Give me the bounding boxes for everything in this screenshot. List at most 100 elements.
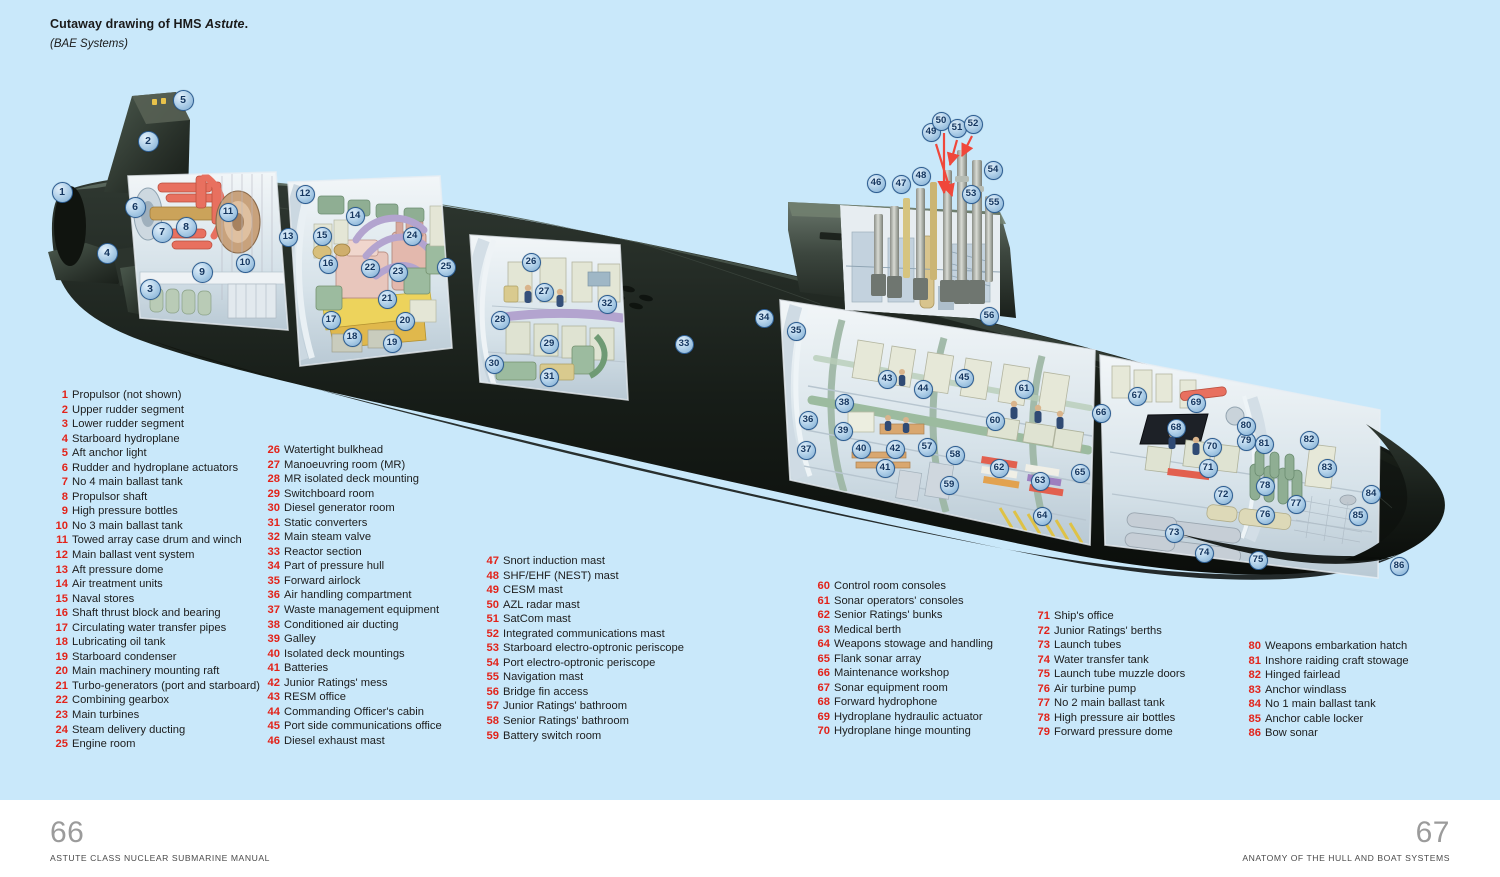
- legend-item-number: 8: [61, 490, 68, 503]
- callout-marker-81: 81: [1254, 434, 1274, 454]
- legend-item-label: Lubricating oil tank: [72, 636, 166, 649]
- callout-marker-80: 80: [1236, 416, 1256, 436]
- legend-item: 11 Towed array case drum and winch: [52, 533, 260, 548]
- legend-item-number: 61: [817, 594, 830, 607]
- legend-item-label: Turbo-generators (port and starboard): [72, 679, 261, 692]
- caption-title-vessel: Astute: [205, 17, 245, 31]
- legend-item-label: Shaft thrust block and bearing: [72, 607, 221, 620]
- legend-item-label: Hydroplane hinge mounting: [834, 725, 971, 738]
- callout-marker-48: 48: [911, 166, 931, 186]
- callout-marker-24: 24: [402, 226, 422, 246]
- callout-marker-22: 22: [360, 258, 380, 278]
- legend-item-label: Towed array case drum and winch: [72, 534, 242, 547]
- callout-marker-54: 54: [983, 160, 1003, 180]
- callout-marker-29: 29: [539, 334, 559, 354]
- legend-item-number: 44: [267, 705, 280, 718]
- callout-marker-58: 58: [945, 445, 965, 465]
- callout-marker-73: 73: [1164, 523, 1184, 543]
- callout-marker-5: 5: [172, 89, 194, 111]
- legend-item-number: 16: [55, 607, 68, 620]
- legend-item-label: Forward pressure dome: [1054, 726, 1173, 739]
- legend-item-number: 11: [56, 534, 68, 547]
- mast-pointer-arrows: [934, 133, 974, 198]
- legend-item-number: 48: [486, 569, 499, 582]
- legend-item-number: 2: [61, 403, 68, 416]
- callout-marker-32: 32: [597, 294, 617, 314]
- callout-marker-3: 3: [139, 278, 161, 300]
- callout-marker-77: 77: [1286, 494, 1306, 514]
- callout-marker-4: 4: [96, 242, 118, 264]
- legend-item-number: 52: [486, 627, 499, 640]
- mess-crew: [884, 415, 910, 433]
- bow-nose: [1344, 424, 1445, 561]
- legend-item-label: Port side communications office: [284, 720, 442, 733]
- legend-item: 70 Hydroplane hinge mounting: [814, 724, 993, 739]
- legend-item-number: 85: [1248, 712, 1261, 725]
- legend-item-number: 40: [267, 647, 280, 660]
- legend-item-number: 43: [267, 691, 280, 704]
- legend-item-label: Circulating water transfer pipes: [72, 621, 227, 634]
- legend-item-label: Medical berth: [834, 623, 902, 636]
- legend-item-label: Junior Ratings' bathroom: [503, 700, 628, 713]
- legend-item-number: 23: [55, 709, 68, 722]
- callout-marker-41: 41: [875, 458, 895, 478]
- legend-item-number: 71: [1037, 610, 1050, 622]
- legend-item: 78 High pressure air bottles: [1034, 711, 1185, 726]
- callout-marker-23: 23: [388, 262, 408, 282]
- legend-item-number: 41: [267, 662, 280, 675]
- running-head-right: ANATOMY OF THE HULL AND BOAT SYSTEMS: [1242, 853, 1450, 863]
- control-room-crew: [898, 369, 1064, 429]
- legend-item-number: 20: [55, 665, 68, 678]
- callout-marker-33: 33: [674, 334, 694, 354]
- callout-marker-30: 30: [484, 354, 504, 374]
- rudder-lights: [152, 98, 166, 105]
- legend-item-number: 59: [486, 729, 499, 742]
- legend-item: 16 Shaft thrust block and bearing: [52, 606, 260, 621]
- callout-marker-16: 16: [318, 254, 338, 274]
- legend-item-label: Engine room: [72, 738, 136, 751]
- mast-pointer-51: [946, 139, 960, 167]
- legend-item-number: 60: [817, 580, 830, 592]
- legend-item-label: No 3 main ballast tank: [72, 519, 183, 532]
- callout-marker-71: 71: [1198, 458, 1218, 478]
- legend-item-label: Bridge fin access: [503, 685, 589, 698]
- legend-item-label: Combining gearbox: [72, 694, 170, 707]
- legend-item-number: 78: [1037, 711, 1050, 724]
- callout-marker-72: 72: [1213, 485, 1233, 505]
- legend-item-label: Part of pressure hull: [284, 560, 385, 573]
- legend-item-number: 65: [817, 652, 830, 665]
- legend-item-label: High pressure bottles: [72, 505, 178, 518]
- legend-item-label: High pressure air bottles: [1054, 711, 1176, 724]
- legend-item-label: Starboard electro-optronic periscope: [503, 642, 684, 655]
- legend-item-number: 57: [486, 700, 499, 713]
- legend-item-label: Aft anchor light: [72, 447, 147, 460]
- legend-item-label: Conditioned air ducting: [284, 618, 399, 631]
- caption-title: Cutaway drawing of HMS Astute.: [50, 17, 610, 31]
- legend-item-number: 70: [817, 725, 830, 738]
- callout-marker-25: 25: [436, 257, 456, 277]
